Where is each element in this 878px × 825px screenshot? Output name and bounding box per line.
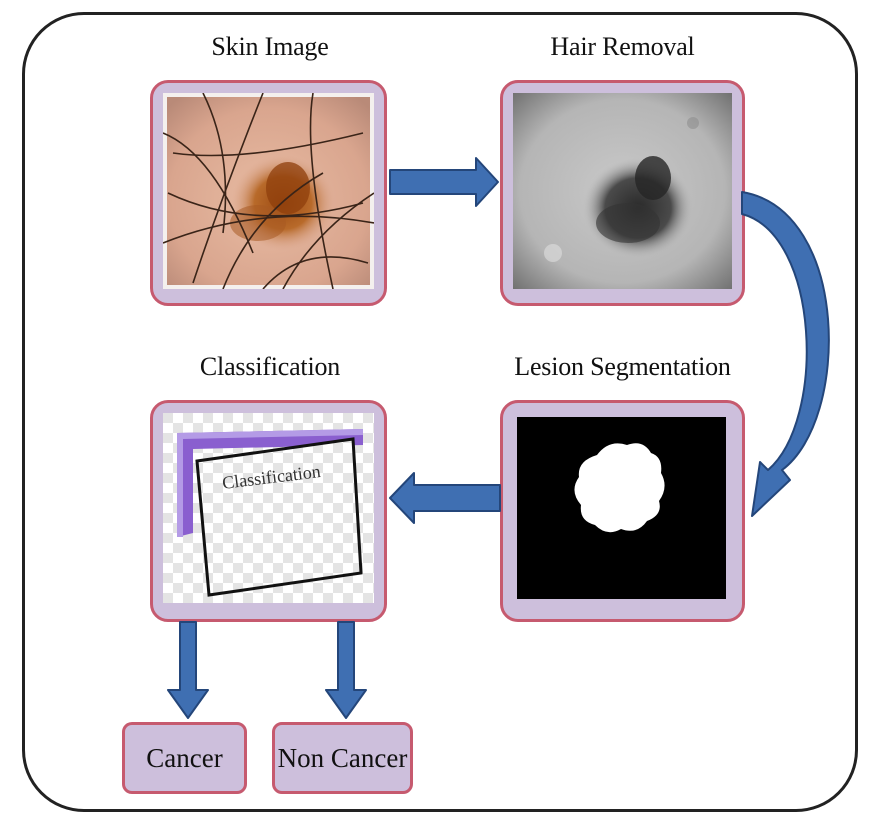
segmentation-mask [517, 417, 726, 599]
lesion-segmentation-panel [500, 400, 745, 622]
skin-image-title: Skin Image [211, 32, 329, 61]
hair-removal-title: Hair Removal [550, 32, 695, 61]
left-arrow-icon [389, 472, 501, 524]
lesion-segmentation-title: Lesion Segmentation [514, 352, 731, 381]
down-arrow-cancer-icon [167, 621, 209, 719]
right-arrow-icon [389, 157, 499, 207]
classification-title: Classification [199, 352, 341, 381]
down-arrow-non-cancer-icon [325, 621, 367, 719]
skin-image-panel [150, 80, 387, 306]
hair-removal-photo [513, 93, 732, 289]
cancer-output-box: Cancer [122, 722, 247, 794]
skin-image-photo [163, 93, 374, 289]
classification-illustration: Classification [163, 413, 374, 603]
curved-arrow-icon [741, 191, 830, 517]
classification-panel: Classification [150, 400, 387, 622]
non-cancer-output-box: Non Cancer [272, 722, 413, 794]
hair-removal-panel [500, 80, 745, 306]
